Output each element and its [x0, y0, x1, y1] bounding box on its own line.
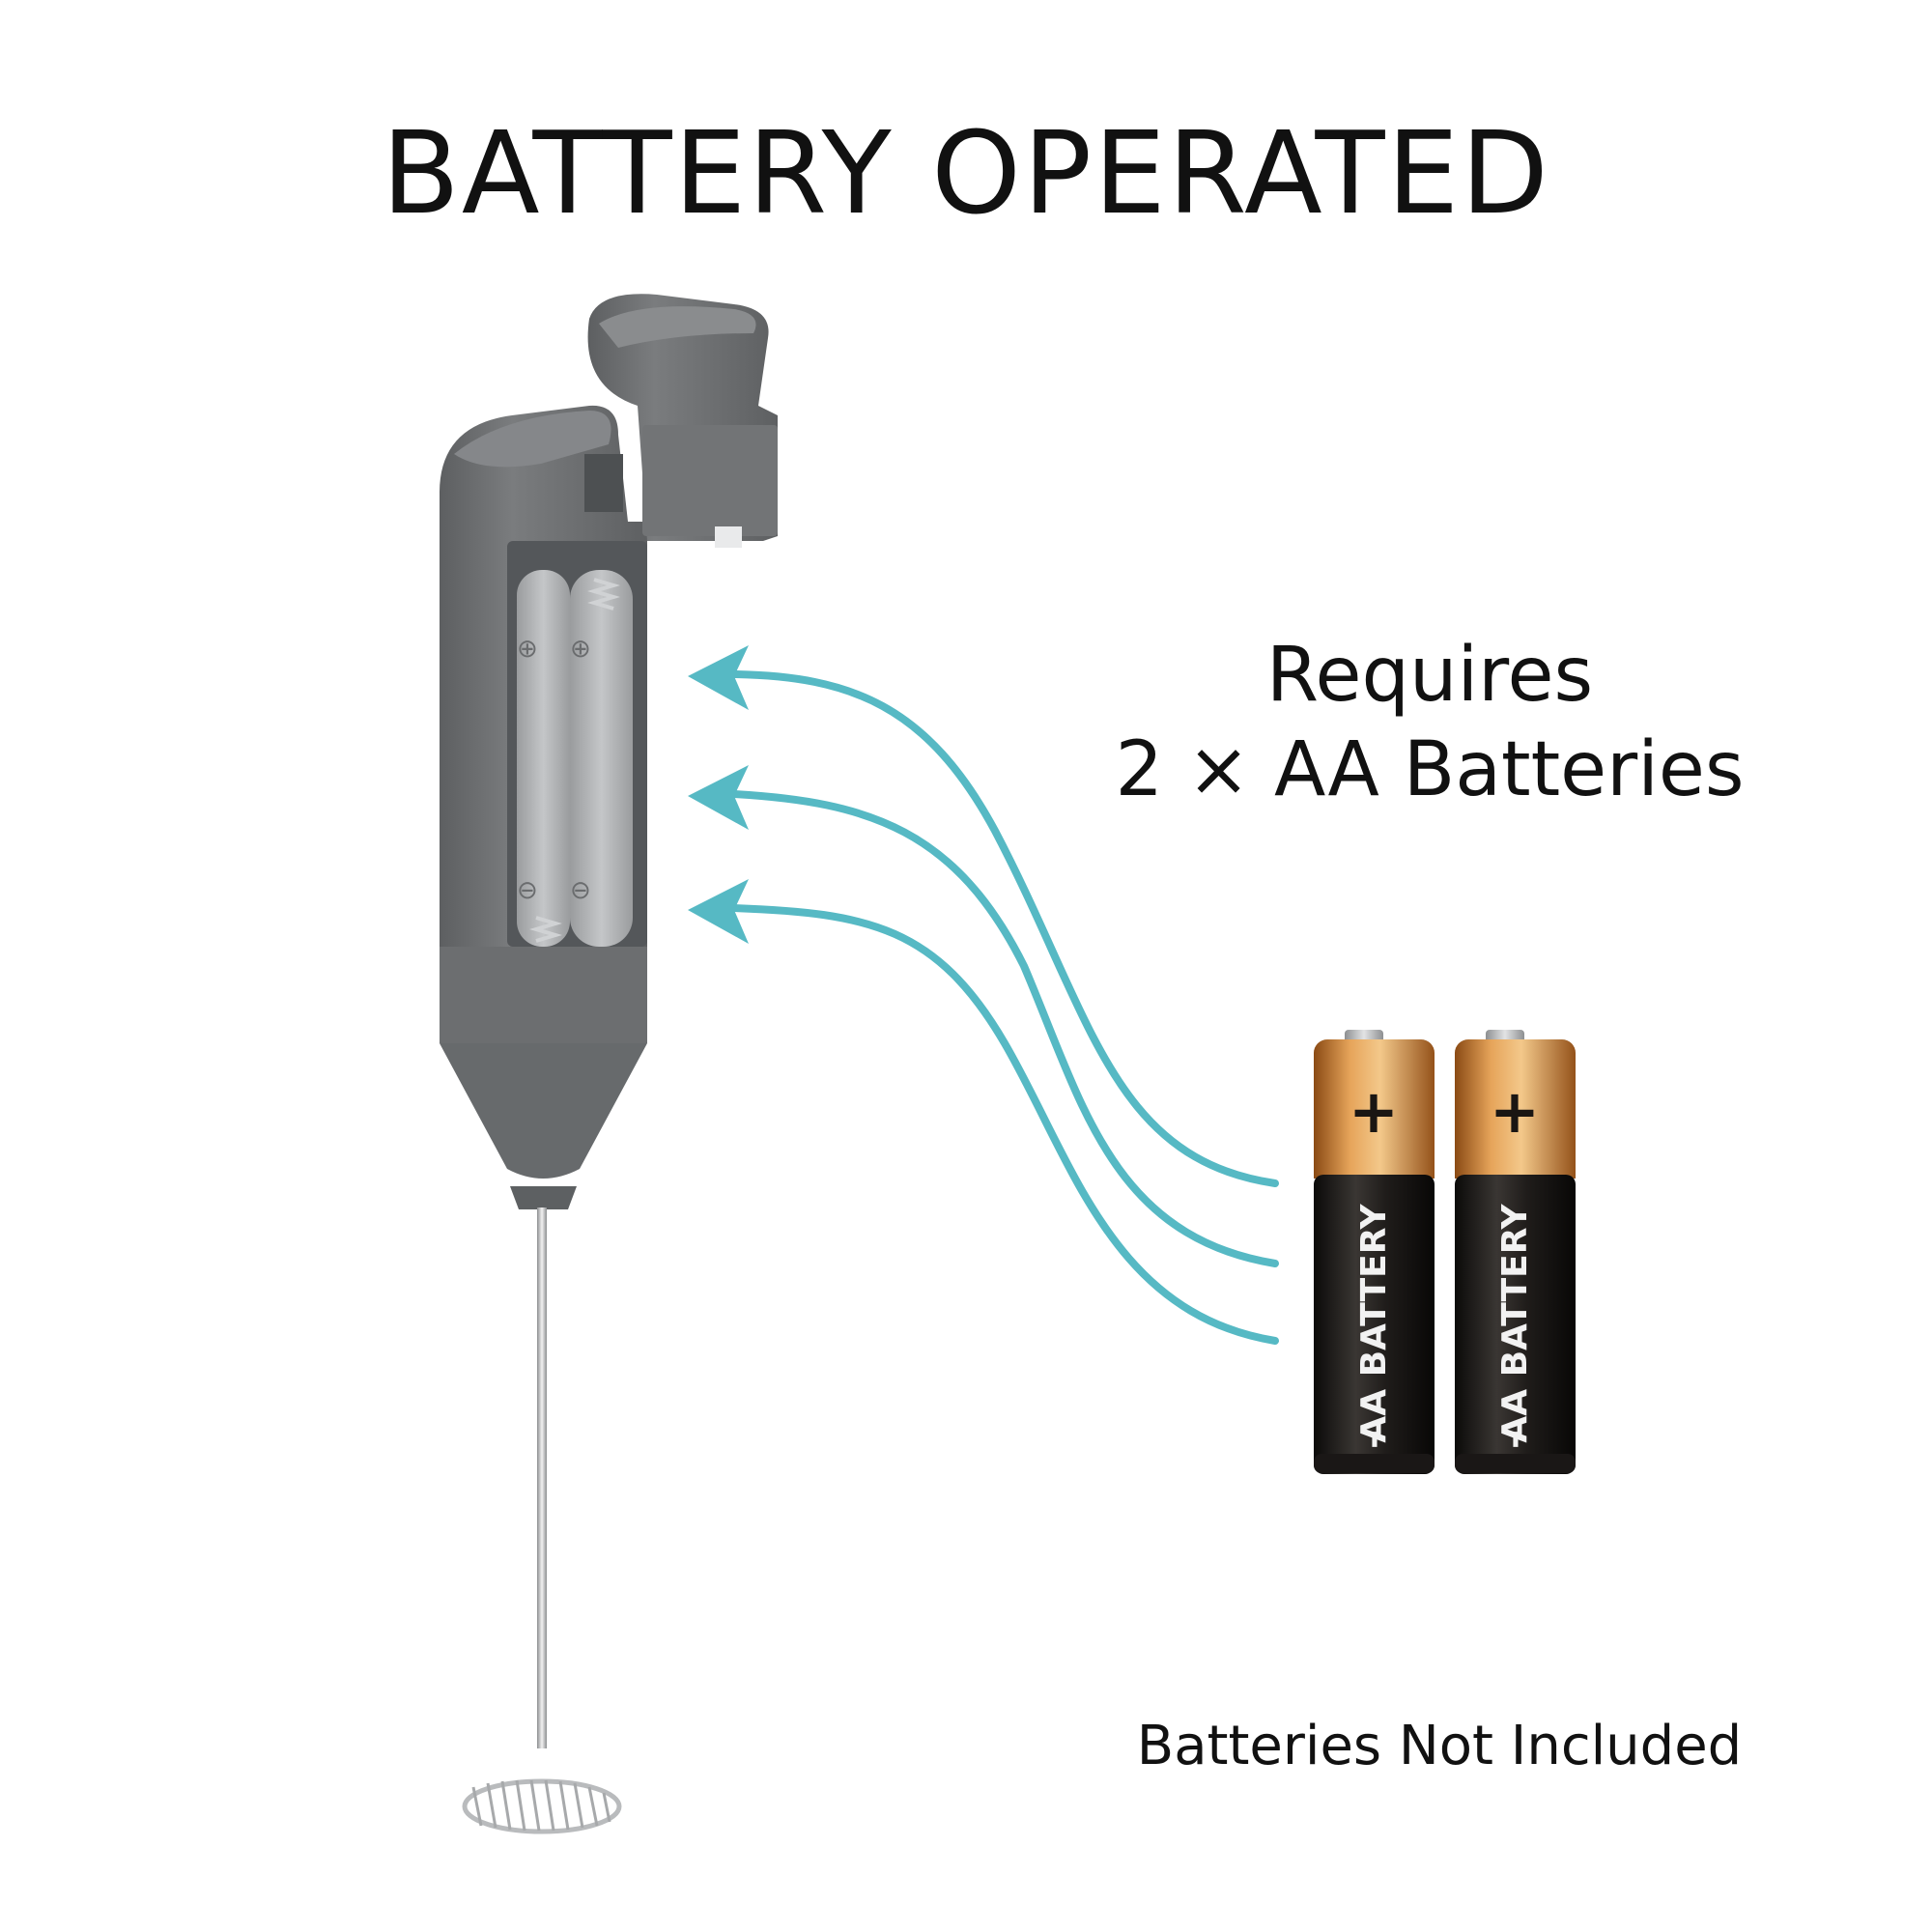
battery-label: AA BATTERY: [1495, 1204, 1535, 1443]
aa-battery-icon: + AA BATTERY –: [1314, 1030, 1435, 1474]
battery-plus-sign: +: [1349, 1076, 1399, 1147]
aa-battery-icon: + AA BATTERY –: [1455, 1030, 1576, 1474]
batteries-not-included-note: Batteries Not Included: [1136, 1715, 1743, 1777]
svg-text:⊖: ⊖: [570, 876, 591, 905]
battery-plus-sign: +: [1490, 1076, 1540, 1147]
svg-text:⊕: ⊕: [570, 635, 591, 664]
page-title: BATTERY OPERATED: [381, 106, 1551, 240]
insertion-arrow-icon: [730, 670, 1279, 1187]
battery-label: AA BATTERY: [1354, 1204, 1394, 1443]
svg-text:⊕: ⊕: [517, 635, 538, 664]
insertion-arrow-icon: [730, 904, 1279, 1345]
requirement-line-2: 2 × AA Batteries: [1115, 726, 1745, 813]
insertion-arrows: [730, 670, 1279, 1345]
svg-text:⊖: ⊖: [517, 876, 538, 905]
milk-frother-illustration: ⊕ ⊕ ⊖ ⊖: [440, 294, 778, 1834]
battery-requirement: Requires 2 × AA Batteries: [1101, 628, 1758, 817]
battery-minus-sign: –: [1350, 1430, 1395, 1449]
insertion-arrow-icon: [730, 790, 1279, 1267]
requirement-line-1: Requires: [1265, 632, 1594, 719]
arrowheads: [688, 645, 749, 944]
battery-minus-sign: –: [1492, 1430, 1536, 1449]
